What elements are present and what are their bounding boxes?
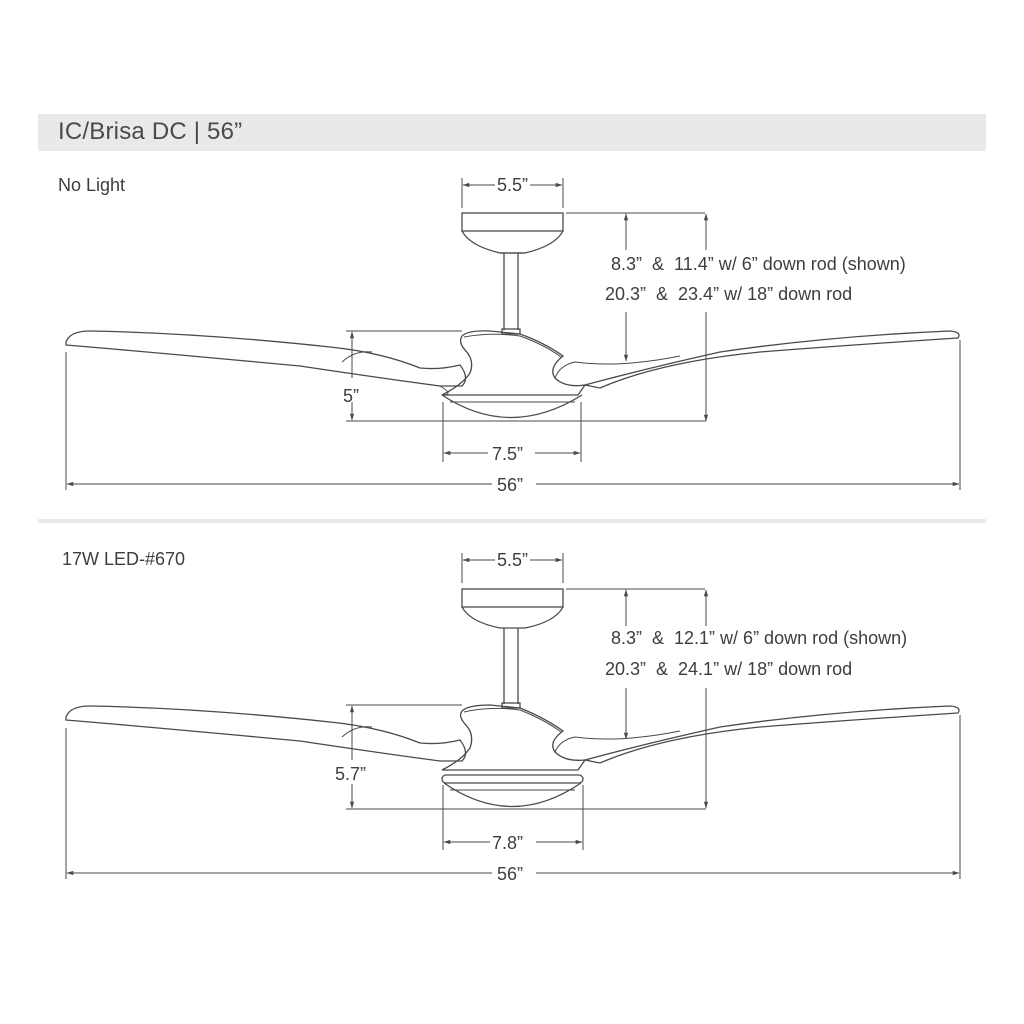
height-label-line-2: 20.3” & 23.4” w/ 18” down rod bbox=[605, 284, 852, 304]
title-bar: IC/Brisa DC | 56” bbox=[38, 114, 986, 151]
section-label-led: 17W LED-#670 bbox=[62, 549, 186, 569]
section-label-no-light: No Light bbox=[58, 175, 126, 195]
right-blade bbox=[584, 330, 960, 389]
body-height-label: 5” bbox=[343, 386, 359, 406]
canopy bbox=[461, 588, 564, 629]
height-label-line-1: 8.3” & 12.1” w/ 6” down rod (shown) bbox=[611, 628, 907, 648]
motor-housing bbox=[441, 330, 587, 396]
light-width-label: 7.5” bbox=[492, 444, 523, 464]
left-blade bbox=[65, 330, 467, 387]
down-rod bbox=[501, 253, 521, 335]
height-label-line-2: 20.3” & 24.1” w/ 18” down rod bbox=[605, 659, 852, 679]
canopy-width-label: 5.5” bbox=[497, 550, 528, 570]
fan-diagram-led bbox=[65, 553, 961, 879]
page-title: IC/Brisa DC | 56” bbox=[58, 118, 243, 145]
canopy-width-label: 5.5” bbox=[497, 175, 528, 195]
light-width-label: 7.8” bbox=[492, 833, 523, 853]
canopy bbox=[461, 212, 564, 254]
body-height-label: 5.7” bbox=[335, 764, 366, 784]
left-blade bbox=[65, 705, 467, 762]
right-blade bbox=[584, 705, 960, 764]
overall-span-label: 56” bbox=[497, 475, 523, 495]
overall-span-label: 56” bbox=[497, 864, 523, 884]
motor-housing bbox=[441, 704, 587, 771]
bottom-cap bbox=[441, 394, 583, 419]
fan-diagram-no-light bbox=[65, 178, 961, 490]
down-rod bbox=[501, 628, 521, 709]
section-divider bbox=[38, 519, 986, 523]
height-label-line-1: 8.3” & 11.4” w/ 6” down rod (shown) bbox=[611, 254, 906, 274]
led-light-kit bbox=[441, 774, 584, 808]
